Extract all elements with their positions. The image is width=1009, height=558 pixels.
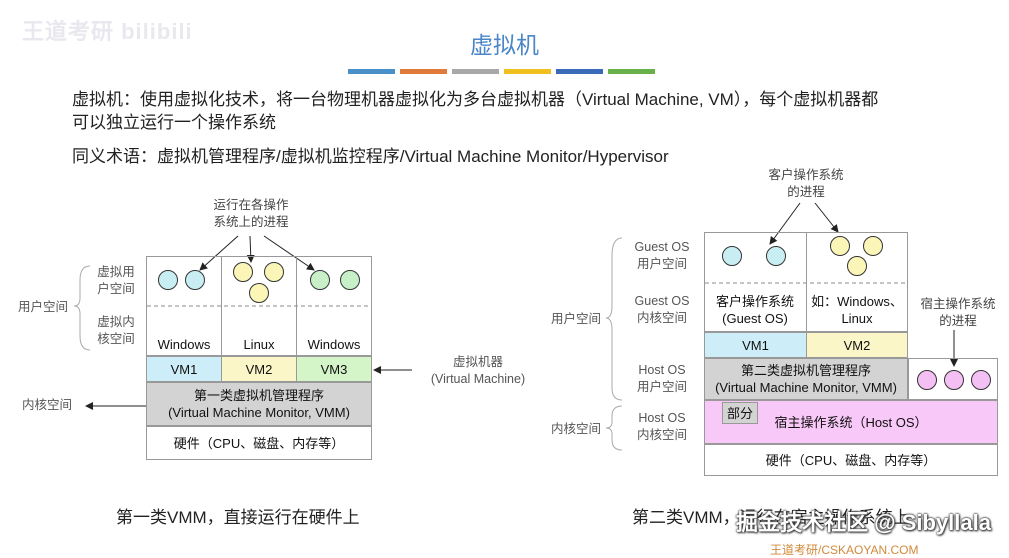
type1-vmm-line: (Virtual Machine Monitor, VMM) xyxy=(168,405,350,420)
process-circle xyxy=(863,236,883,256)
bottom-right-watermark: 掘金技术社区 @ Sibyllala xyxy=(736,510,991,535)
left-vm1: VM1 xyxy=(146,356,222,382)
left-os-name-3: Windows xyxy=(307,336,361,352)
guest-processes-label-line: 客户操作系统 xyxy=(768,168,844,182)
process-circle xyxy=(158,270,178,290)
color-bar xyxy=(556,69,603,74)
site-footer: 王道考研/CSKAOYAN.COM xyxy=(770,543,919,557)
host-user-space-label: Host OS 用户空间 xyxy=(628,362,696,396)
page-title: 虚拟机 xyxy=(470,32,539,58)
color-bar xyxy=(348,69,395,74)
type1-vmm-box: 第一类虚拟机管理程序 (Virtual Machine Monitor, VMM… xyxy=(146,382,372,426)
left-vm3: VM3 xyxy=(296,356,372,382)
process-circle xyxy=(264,262,284,282)
type2-vmm-line: 第二类虚拟机管理程序 xyxy=(740,363,871,378)
virtual-user-space-line: 虚拟用 xyxy=(97,265,135,279)
left-kernel-space-label: 内核空间 xyxy=(21,398,72,412)
left-guest-os-area xyxy=(146,256,372,356)
column-divider xyxy=(806,232,807,358)
left-vm2: VM2 xyxy=(221,356,297,382)
left-processes-label-line: 运行在各操作 xyxy=(213,198,289,212)
virtual-machine-label-line: 虚拟机器 xyxy=(452,355,503,369)
type1-vmm-line: 第一类虚拟机管理程序 xyxy=(193,388,324,403)
guest-processes-label-line: 的进程 xyxy=(787,185,825,199)
guest-os-box: 客户操作系统 (Guest OS) xyxy=(705,290,805,330)
guest-os-line: (Guest OS) xyxy=(722,311,788,326)
guest-kernel-space-line: Guest OS xyxy=(634,294,690,308)
guest-user-space-label: Guest OS 用户空间 xyxy=(628,239,696,273)
host-user-process-area xyxy=(908,358,998,400)
right-vm1: VM1 xyxy=(704,332,807,358)
top-left-watermark: 王道考研 bilibili xyxy=(22,19,193,44)
partial-vmm-box: 部分 xyxy=(722,402,758,424)
color-bar xyxy=(504,69,551,74)
process-circle xyxy=(917,370,937,390)
left-caption: 第一类VMM，直接运行在硬件上 xyxy=(116,508,360,527)
left-hardware-box: 硬件（CPU、磁盘、内存等） xyxy=(146,426,372,460)
virtual-user-space-label: 虚拟用 户空间 xyxy=(88,264,144,298)
right-vm2: VM2 xyxy=(806,332,908,358)
right-hardware-box: 硬件（CPU、磁盘、内存等） xyxy=(704,444,998,476)
host-kernel-space-line: Host OS xyxy=(638,411,686,425)
left-os-name-1: Windows xyxy=(157,336,211,352)
process-circle xyxy=(310,270,330,290)
virtual-machine-label-line: (Virtual Machine) xyxy=(430,372,526,386)
color-bar xyxy=(452,69,499,74)
host-processes-label-line: 宿主操作系统 xyxy=(920,297,996,311)
left-os-name-2: Linux xyxy=(243,336,275,352)
intro-line-2: 可以独立运行一个操作系统 xyxy=(72,113,276,132)
guest-os-example-line: Linux xyxy=(841,311,873,326)
process-circle xyxy=(944,370,964,390)
left-user-space-label: 用户空间 xyxy=(17,300,68,314)
guest-os-example: 如：Windows、 Linux xyxy=(807,290,907,330)
process-circle xyxy=(340,270,360,290)
color-bar xyxy=(400,69,447,74)
intro-line-1: 虚拟机：使用虚拟化技术，将一台物理机器虚拟化为多台虚拟机器（Virtual Ma… xyxy=(72,90,879,109)
type2-vmm-box: 第二类虚拟机管理程序 (Virtual Machine Monitor, VMM… xyxy=(704,358,908,400)
process-circle xyxy=(847,256,867,276)
process-circle xyxy=(722,246,742,266)
column-divider xyxy=(296,256,297,356)
process-circle xyxy=(971,370,991,390)
process-circle xyxy=(766,246,786,266)
virtual-kernel-space-line: 虚拟内 xyxy=(97,315,135,329)
left-processes-label-line: 系统上的进程 xyxy=(213,215,289,229)
host-processes-label: 宿主操作系统 的进程 xyxy=(912,296,1004,330)
process-circle xyxy=(185,270,205,290)
host-processes-label-line: 的进程 xyxy=(939,314,977,328)
host-user-space-line: 用户空间 xyxy=(636,380,687,394)
process-circle xyxy=(249,283,269,303)
host-kernel-space-line: 内核空间 xyxy=(636,428,687,442)
virtual-machine-label: 虚拟机器 (Virtual Machine) xyxy=(418,354,538,388)
column-divider xyxy=(221,256,222,356)
process-circle xyxy=(830,236,850,256)
title-color-bars xyxy=(348,69,655,74)
virtual-kernel-space-label: 虚拟内 核空间 xyxy=(88,314,144,348)
guest-kernel-space-label: Guest OS 内核空间 xyxy=(628,293,696,327)
type2-vmm-line: (Virtual Machine Monitor, VMM) xyxy=(715,380,897,395)
synonyms-line: 同义术语：虚拟机管理程序/虚拟机监控程序/Virtual Machine Mon… xyxy=(72,147,669,166)
right-user-space-label: 用户空间 xyxy=(550,312,601,326)
process-circle xyxy=(233,262,253,282)
guest-user-space-line: 用户空间 xyxy=(636,257,687,271)
guest-os-example-line: 如：Windows、 xyxy=(811,294,903,309)
left-processes-label: 运行在各操作 系统上的进程 xyxy=(196,197,306,231)
host-kernel-space-label: Host OS 内核空间 xyxy=(628,410,696,444)
right-kernel-space-label: 内核空间 xyxy=(550,422,601,436)
host-user-space-line: Host OS xyxy=(638,363,686,377)
virtual-user-space-line: 户空间 xyxy=(97,282,135,296)
guest-kernel-space-line: 内核空间 xyxy=(636,311,687,325)
color-bar xyxy=(608,69,655,74)
guest-user-space-line: Guest OS xyxy=(634,240,690,254)
guest-processes-label: 客户操作系统 的进程 xyxy=(756,167,856,201)
virtual-kernel-space-line: 核空间 xyxy=(97,332,135,346)
right-caption: 第二类VMM，运行在宿主操作系统上 xyxy=(632,508,910,527)
guest-os-line: 客户操作系统 xyxy=(715,294,794,309)
